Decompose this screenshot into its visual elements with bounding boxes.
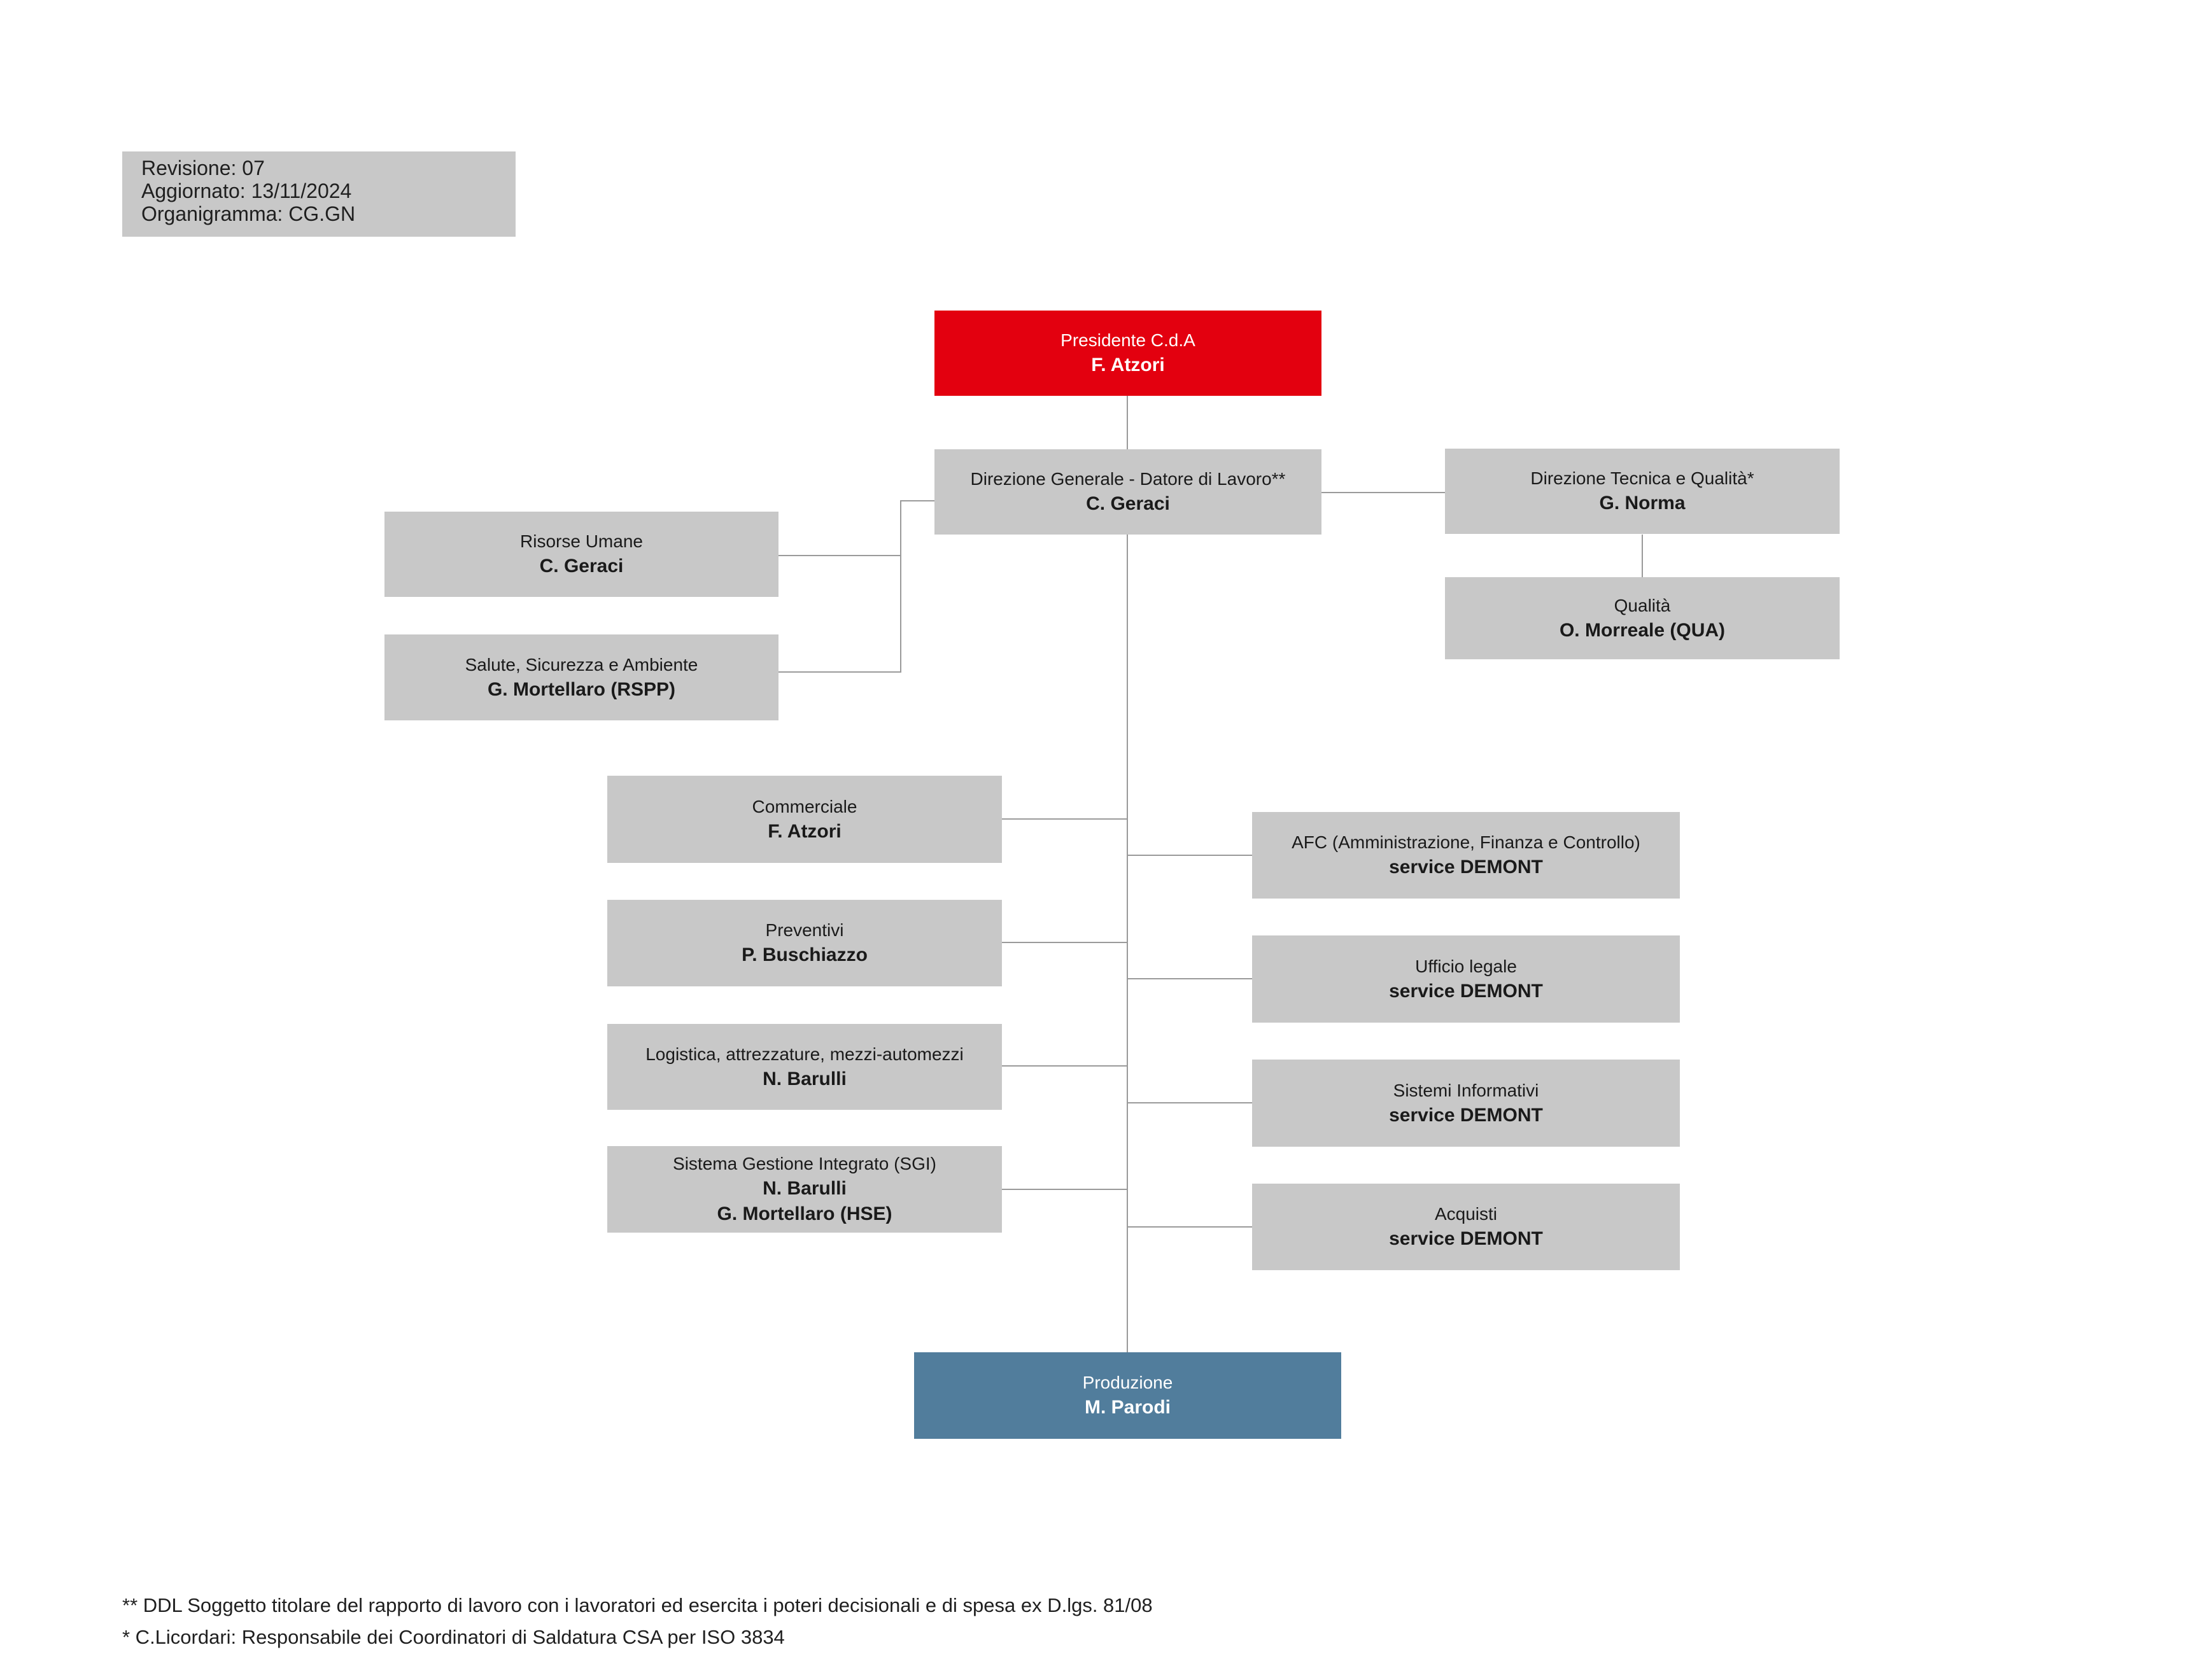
- purchasing-name: service DEMONT: [1389, 1228, 1543, 1249]
- logistics-box: Logistica, attrezzature, mezzi-automezzi…: [607, 1024, 1002, 1110]
- afc-box: AFC (Amministrazione, Finanza e Controll…: [1252, 812, 1680, 899]
- legal-box: Ufficio legale service DEMONT: [1252, 935, 1680, 1023]
- purchasing-role: Acquisti: [1434, 1204, 1498, 1224]
- estimates-box: Preventivi P. Buschiazzo: [607, 900, 1002, 986]
- legal-role: Ufficio legale: [1415, 956, 1517, 976]
- estimates-name: P. Buschiazzo: [742, 944, 868, 965]
- quality-role: Qualità: [1614, 595, 1671, 615]
- footnote-csa: * C.Licordari: Responsabile dei Coordina…: [122, 1626, 785, 1648]
- hse-role: Salute, Sicurezza e Ambiente: [465, 654, 698, 675]
- production-name: M. Parodi: [1084, 1397, 1171, 1418]
- sgi-name-2: G. Mortellaro (HSE): [717, 1203, 892, 1224]
- president-role: Presidente C.d.A: [1060, 330, 1195, 350]
- commercial-name: F. Atzori: [768, 820, 842, 842]
- commercial-box: Commerciale F. Atzori: [607, 776, 1002, 863]
- estimates-role: Preventivi: [765, 920, 844, 940]
- hr-name: C. Geraci: [539, 556, 624, 577]
- legal-name: service DEMONT: [1389, 980, 1543, 1002]
- president-name: F. Atzori: [1091, 354, 1165, 375]
- footnote-ddl: ** DDL Soggetto titolare del rapporto di…: [122, 1594, 1153, 1616]
- updated-date-label: Aggiornato: 13/11/2024: [141, 179, 352, 202]
- general-direction-box: Direzione Generale - Datore di Lavoro** …: [934, 449, 1321, 535]
- production-box: Produzione M. Parodi: [914, 1352, 1341, 1439]
- sgi-role: Sistema Gestione Integrato (SGI): [673, 1154, 936, 1173]
- general-direction-name: C. Geraci: [1086, 493, 1170, 514]
- sgi-name-1: N. Barulli: [763, 1178, 847, 1199]
- quality-box: Qualità O. Morreale (QUA): [1445, 577, 1840, 659]
- hse-name: G. Mortellaro (RSPP): [487, 678, 676, 700]
- connector-gd-staff: [778, 500, 934, 673]
- purchasing-box: Acquisti service DEMONT: [1252, 1184, 1680, 1270]
- quality-name: O. Morreale (QUA): [1559, 619, 1726, 641]
- footnotes: ** DDL Soggetto titolare del rapporto di…: [122, 1590, 1153, 1653]
- president-box: Presidente C.d.A F. Atzori: [934, 311, 1321, 396]
- afc-role: AFC (Amministrazione, Finanza e Controll…: [1292, 832, 1640, 852]
- technical-direction-name: G. Norma: [1599, 493, 1686, 514]
- sgi-box: Sistema Gestione Integrato (SGI) N. Baru…: [607, 1146, 1002, 1233]
- afc-name: service DEMONT: [1389, 857, 1543, 878]
- general-direction-role: Direzione Generale - Datore di Lavoro**: [970, 469, 1286, 489]
- hr-box: Risorse Umane C. Geraci: [384, 512, 778, 597]
- technical-direction-role: Direzione Tecnica e Qualità*: [1530, 468, 1754, 488]
- it-role: Sistemi Informativi: [1393, 1080, 1539, 1100]
- logistics-name: N. Barulli: [763, 1068, 847, 1089]
- hse-box: Salute, Sicurezza e Ambiente G. Mortella…: [384, 634, 778, 720]
- revision-label: Revisione: 07: [141, 157, 265, 179]
- it-name: service DEMONT: [1389, 1104, 1543, 1126]
- org-chart-id-label: Organigramma: CG.GN: [141, 202, 356, 225]
- it-box: Sistemi Informativi service DEMONT: [1252, 1060, 1680, 1147]
- production-role: Produzione: [1082, 1373, 1173, 1392]
- hr-role: Risorse Umane: [520, 531, 643, 551]
- commercial-role: Commerciale: [752, 796, 857, 816]
- technical-direction-box: Direzione Tecnica e Qualità* G. Norma: [1445, 449, 1840, 534]
- revision-info-box: Revisione: 07 Aggiornato: 13/11/2024 Org…: [122, 151, 516, 237]
- logistics-role: Logistica, attrezzature, mezzi-automezzi: [645, 1044, 964, 1064]
